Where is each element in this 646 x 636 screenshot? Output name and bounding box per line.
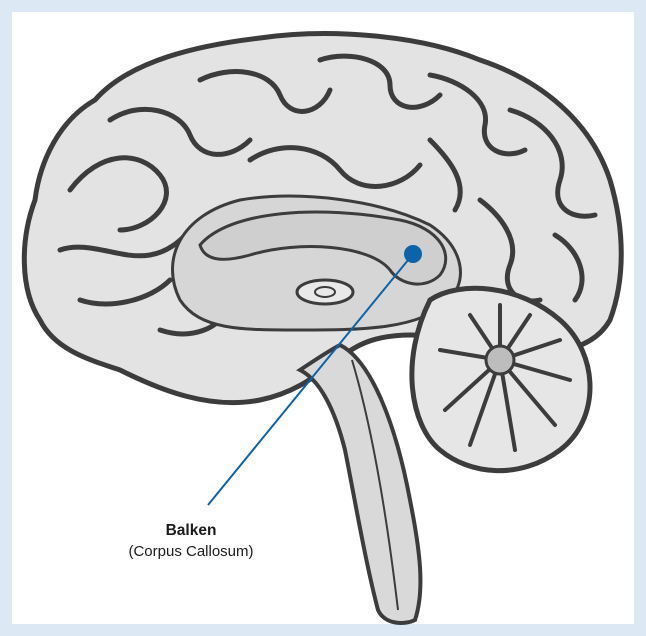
label-subtitle: (Corpus Callosum) xyxy=(101,541,281,562)
label-title: Balken xyxy=(101,520,281,541)
callout-label: Balken (Corpus Callosum) xyxy=(101,520,281,562)
pointer-marker xyxy=(404,245,422,263)
cerebellum-center xyxy=(486,346,514,374)
thalamus-inner xyxy=(315,287,335,297)
